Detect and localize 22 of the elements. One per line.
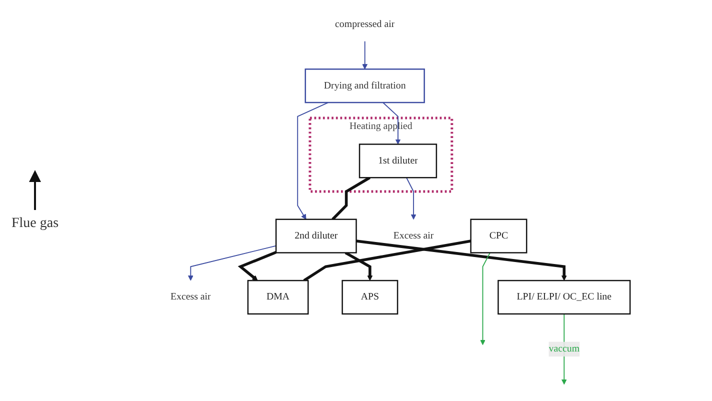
arrow xyxy=(344,252,373,281)
flow-label: Flue gas xyxy=(11,216,59,232)
arrow xyxy=(188,245,276,281)
node-box: 1st diluter xyxy=(358,144,438,178)
node-box: DMA xyxy=(247,280,309,315)
arrow xyxy=(480,252,490,346)
node-text: Excess air xyxy=(393,230,434,241)
arrow xyxy=(238,250,277,281)
node-box: 2nd diluter xyxy=(275,218,357,254)
node-box: Drying and filtration xyxy=(304,68,425,104)
edge-label: vaccum xyxy=(548,344,580,354)
node-text: compressed air xyxy=(335,19,395,30)
connector xyxy=(303,240,472,282)
node-text: Excess air xyxy=(170,292,211,302)
node-box: LPI/ ELPI/ OC_EC line xyxy=(498,280,631,315)
arrow xyxy=(356,240,567,281)
arrow xyxy=(406,177,416,220)
node-box: APS xyxy=(342,280,398,315)
arrow xyxy=(362,40,368,70)
connector xyxy=(332,176,370,220)
node-box: CPC xyxy=(470,218,528,254)
arrow xyxy=(297,102,329,220)
